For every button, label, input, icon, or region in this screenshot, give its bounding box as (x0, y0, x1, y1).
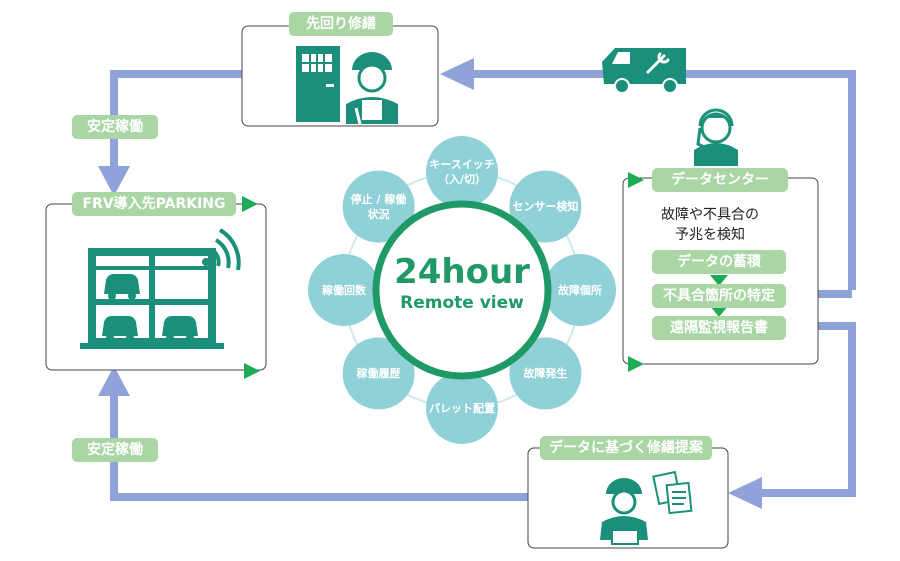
door-icon (296, 46, 340, 122)
arrowhead-left-up (98, 366, 130, 396)
bottom-box-label: データに基づく修繕提案 (540, 436, 712, 460)
step-remote-report: 遠隔監視報告書 (652, 316, 786, 340)
bubble-label: 停止 / 稼働 状況 (350, 192, 407, 221)
documents-icon (652, 470, 693, 515)
car-icon (102, 316, 138, 342)
triangle-left-top (242, 196, 258, 212)
bubble-circle (342, 337, 415, 410)
data-center-description: 故障や不具合の 予兆を検知 (661, 207, 759, 243)
bubble-circle (509, 337, 582, 410)
flow-lines (110, 70, 856, 501)
flow-line-right-bottom (760, 322, 856, 497)
bubble-label: 稼働回数 (322, 283, 366, 297)
signal-icon (202, 228, 241, 271)
arrowhead-top (440, 58, 474, 90)
bubble-circle (426, 136, 498, 208)
stable-operation-label-top: 安定稼働 (72, 115, 158, 139)
arrowhead-left-down (98, 166, 130, 196)
car-icon (104, 274, 140, 300)
parking-structure-icon (80, 248, 224, 349)
triangle-right-bottom (628, 356, 644, 372)
bubble-circle (509, 170, 582, 243)
left-box-label: FRV導入先PARKING (72, 192, 236, 216)
stable-operation-label-bottom: 安定稼働 (72, 438, 158, 462)
center-circle (372, 200, 552, 380)
triangle-left-bottom (244, 363, 260, 379)
worker-icon (346, 52, 398, 125)
truck-icon (602, 48, 686, 94)
center-subtitle: Remote view (400, 293, 524, 313)
bubble-circle (544, 254, 616, 326)
arrowhead-bottom (728, 477, 762, 509)
top-box-label: 先回り修繕 (289, 12, 393, 36)
bubble-label: 故障発生 (523, 366, 568, 380)
car-icon (162, 316, 198, 342)
bubble-label: センサー検知 (512, 200, 579, 214)
bubbles-group (308, 136, 616, 444)
right-box-label: データセンター (652, 168, 788, 192)
step-fault-location: 不具合箇所の特定 (652, 284, 786, 308)
triangle-right-top (628, 172, 644, 188)
bubble-circle (426, 372, 498, 444)
step-data-accumulation: データの蓄積 (652, 250, 786, 274)
triangle-step-1 (710, 275, 728, 286)
triangle-step-2 (710, 306, 728, 317)
bubble-label: キースイッチ （入/切） (429, 158, 495, 186)
presenter-icon (600, 478, 648, 545)
bubble-circle (342, 170, 415, 243)
bubble-circle (308, 254, 380, 326)
operator-icon (694, 108, 738, 166)
bubble-label: 故障個所 (558, 283, 602, 297)
bubble-label: パレット配置 (429, 401, 495, 415)
flow-line-top (470, 70, 856, 290)
bubble-label: 稼働履歴 (356, 366, 401, 380)
flow-line-left-bottom (110, 392, 528, 501)
center-title: 24hour (394, 252, 530, 292)
